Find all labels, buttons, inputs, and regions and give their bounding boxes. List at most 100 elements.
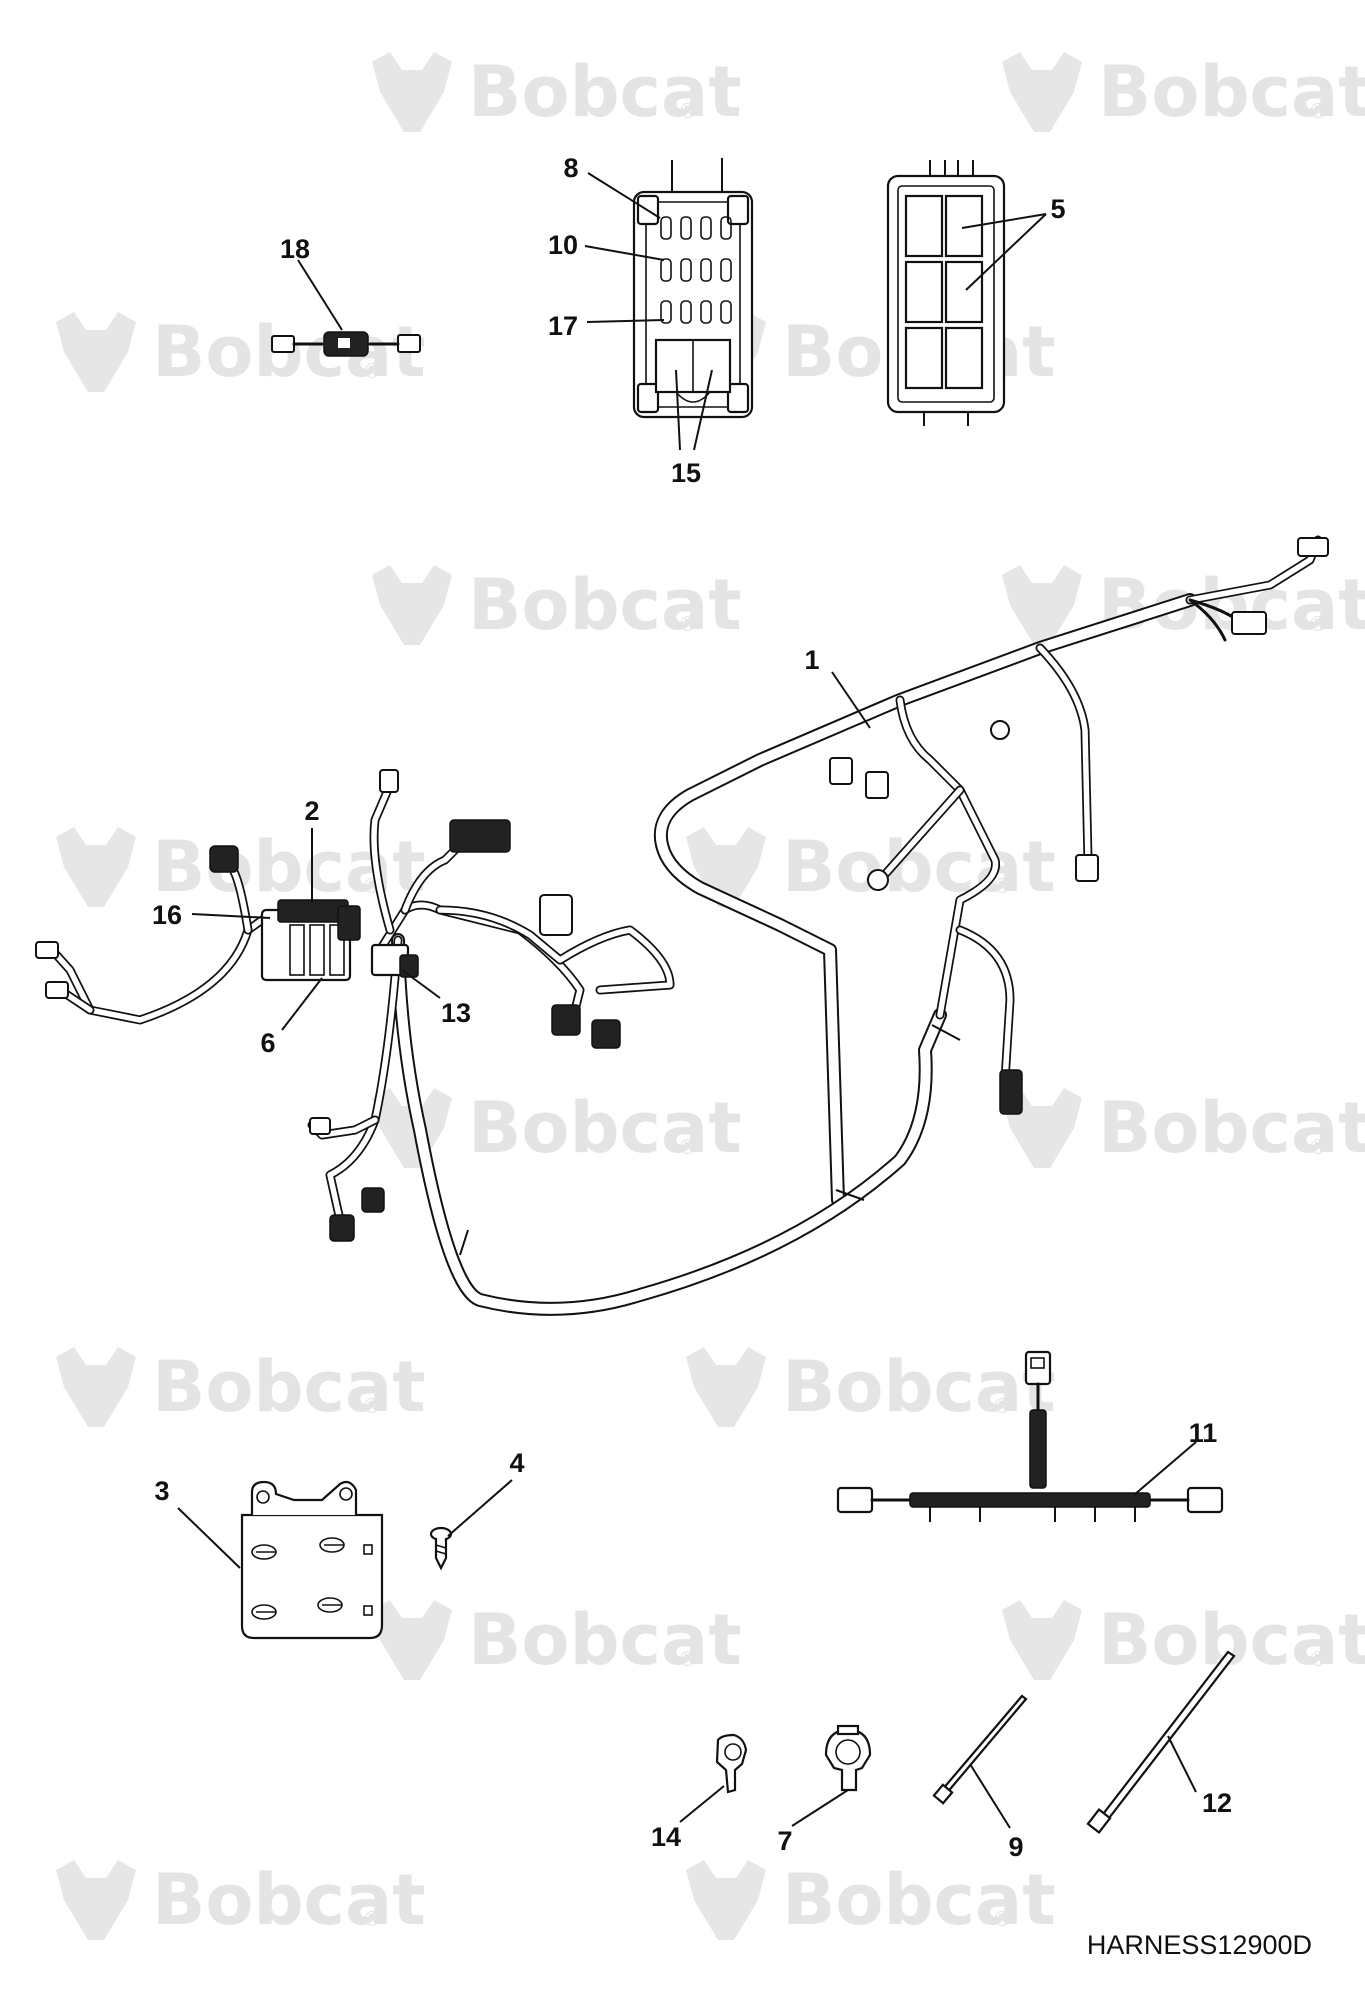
callout-14: 14 — [651, 1822, 681, 1852]
callout-10: 10 — [548, 230, 578, 260]
watermark-registered-mark: ® — [678, 612, 698, 636]
reference-code: HARNESS12900D — [1087, 1930, 1312, 1960]
bobcat-logo-icon — [372, 52, 452, 132]
callout-2: 2 — [304, 796, 319, 826]
watermark-registered-mark: ® — [678, 1135, 698, 1159]
fuse-slot — [660, 258, 672, 282]
watermark-registered-mark: ® — [362, 359, 382, 383]
watermark-bobcat: Bobcat® — [372, 1087, 742, 1169]
fuse-slot — [660, 300, 672, 324]
item-1-main-harness — [391, 535, 1329, 1316]
watermark-brand-text: Bobcat — [1098, 1087, 1365, 1169]
watermark-bobcat: Bobcat® — [686, 1859, 1056, 1941]
leader-lines — [177, 172, 1197, 1829]
watermark-brand-text: Bobcat — [468, 1599, 742, 1681]
watermark-brand-text: Bobcat — [782, 1859, 1056, 1941]
watermark-registered-mark: ® — [678, 1647, 698, 1671]
watermark-bobcat: Bobcat® — [1002, 51, 1365, 133]
fuse-slot — [720, 300, 732, 324]
fuse-slot — [720, 258, 732, 282]
watermark-bobcat: Bobcat® — [686, 826, 1056, 908]
callout-7: 7 — [777, 1826, 792, 1856]
watermark-brand-text: Bobcat — [1098, 1599, 1365, 1681]
fuse-slot — [700, 300, 712, 324]
watermark-bobcat: Bobcat® — [372, 564, 742, 646]
fuse-slot — [680, 258, 692, 282]
callout-15: 15 — [671, 458, 701, 488]
callout-5: 5 — [1050, 194, 1065, 224]
item-14-clip — [715, 1733, 748, 1794]
item-11-jumper-harness — [836, 1350, 1224, 1522]
bobcat-logo-icon — [56, 1347, 136, 1427]
item-7-clamp — [824, 1724, 872, 1792]
watermark-bobcat: Bobcat® — [686, 1346, 1056, 1428]
watermark-bobcat: Bobcat® — [1002, 1599, 1365, 1681]
watermark-brand-text: Bobcat — [1098, 51, 1365, 133]
callout-16: 16 — [152, 900, 182, 930]
watermark-registered-mark: ® — [1308, 1135, 1328, 1159]
callout-17: 17 — [548, 311, 578, 341]
item-12-cable-tie — [1086, 1650, 1236, 1834]
bobcat-logo-icon — [1002, 1600, 1082, 1680]
watermark-brand-text: Bobcat — [152, 1346, 426, 1428]
watermark-layer: Bobcat®Bobcat®Bobcat®Bobcat®Bobcat®Bobca… — [56, 51, 1365, 1941]
watermark-brand-text: Bobcat — [468, 564, 742, 646]
watermark-registered-mark: ® — [992, 874, 1012, 898]
fuse-slot — [700, 216, 712, 240]
callout-9: 9 — [1008, 1832, 1023, 1862]
item-9-cable-tie — [932, 1694, 1028, 1805]
watermark-registered-mark: ® — [678, 99, 698, 123]
bobcat-logo-icon — [686, 1347, 766, 1427]
callout-6: 6 — [260, 1028, 275, 1058]
callout-3: 3 — [154, 1476, 169, 1506]
fuse-slot — [680, 300, 692, 324]
bobcat-logo-icon — [686, 1860, 766, 1940]
watermark-bobcat: Bobcat® — [56, 311, 426, 393]
bobcat-logo-icon — [1002, 52, 1082, 132]
watermark-brand-text: Bobcat — [468, 51, 742, 133]
bobcat-logo-icon — [372, 1600, 452, 1680]
callout-8: 8 — [563, 153, 578, 183]
fuse-slot — [660, 216, 672, 240]
bobcat-logo-icon — [1002, 565, 1082, 645]
watermark-brand-text: Bobcat — [152, 1859, 426, 1941]
watermark-registered-mark: ® — [992, 1394, 1012, 1418]
item-18-inline-connector — [271, 331, 421, 357]
callout-1: 1 — [804, 645, 819, 675]
watermark-bobcat: Bobcat® — [1002, 1087, 1365, 1169]
watermark-bobcat: Bobcat® — [56, 1346, 426, 1428]
fuse-slot — [700, 258, 712, 282]
callout-labels: 1 2 3 4 5 6 7 8 9 10 11 12 13 14 15 16 1… — [152, 153, 1232, 1862]
item-4-screw — [429, 1526, 453, 1571]
callout-18: 18 — [280, 234, 310, 264]
callout-4: 4 — [509, 1448, 524, 1478]
watermark-bobcat: Bobcat® — [1002, 564, 1365, 646]
fuse-slot — [720, 216, 732, 240]
item-3-bracket — [240, 1480, 384, 1640]
watermark-registered-mark: ® — [1308, 612, 1328, 636]
watermark-brand-text: Bobcat — [782, 1346, 1056, 1428]
watermark-registered-mark: ® — [1308, 1647, 1328, 1671]
watermark-registered-mark: ® — [362, 1394, 382, 1418]
item-5-relay-box — [886, 160, 1006, 426]
bobcat-logo-icon — [56, 312, 136, 392]
watermark-brand-text: Bobcat — [468, 1087, 742, 1169]
watermark-bobcat: Bobcat® — [372, 51, 742, 133]
callout-12: 12 — [1202, 1788, 1232, 1818]
watermark-registered-mark: ® — [992, 1907, 1012, 1931]
bobcat-logo-icon — [372, 1088, 452, 1168]
watermark-registered-mark: ® — [362, 1907, 382, 1931]
watermark-bobcat: Bobcat® — [56, 1859, 426, 1941]
bobcat-logo-icon — [372, 565, 452, 645]
callout-13: 13 — [441, 998, 471, 1028]
watermark-registered-mark: ® — [1308, 99, 1328, 123]
watermark-bobcat: Bobcat® — [372, 1599, 742, 1681]
item-fuse-box — [632, 158, 754, 419]
bobcat-logo-icon — [56, 1860, 136, 1940]
item-2-left-harness — [35, 769, 675, 1242]
bobcat-logo-icon — [56, 827, 136, 907]
fuse-slot — [680, 216, 692, 240]
fuse-slots — [660, 216, 732, 324]
